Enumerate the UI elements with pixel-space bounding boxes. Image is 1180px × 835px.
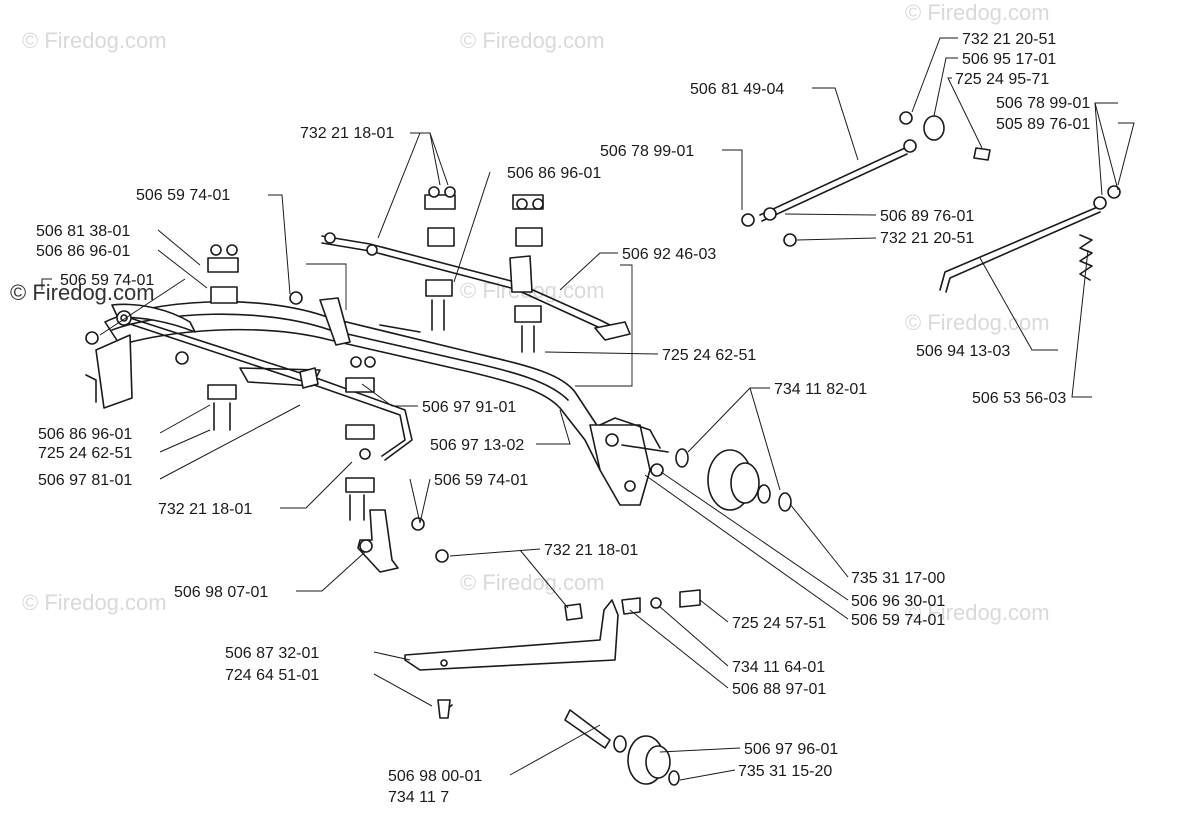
watermark: © Firedog.com — [905, 310, 1050, 335]
watermark: © Firedog.com — [460, 570, 605, 595]
part-label: 734 11 7 — [388, 789, 449, 806]
part-label: 725 24 62-51 — [662, 347, 756, 364]
rod-far-right — [939, 185, 1121, 293]
part-label: 735 31 15-20 — [738, 763, 832, 780]
part-label: 725 24 95-71 — [955, 71, 1049, 88]
lower-bracket — [404, 589, 701, 719]
part-label: 506 81 49-04 — [690, 81, 784, 98]
part-label: 725 24 62-51 — [38, 445, 132, 462]
part-label: 506 86 96-01 — [507, 165, 601, 182]
part-label: 506 59 74-01 — [434, 472, 528, 489]
part-label: 506 59 74-01 — [136, 187, 230, 204]
watermarks: © Firedog.com © Firedog.com © Firedog.co… — [10, 0, 1050, 625]
watermark: © Firedog.com — [460, 28, 605, 53]
part-label: 506 97 96-01 — [744, 741, 838, 758]
leader-lines — [41, 37, 1135, 781]
part-label: 506 78 99-01 — [996, 95, 1090, 112]
part-label: 725 24 57-51 — [732, 615, 826, 632]
wheel-lower — [564, 709, 680, 786]
part-label: 506 89 76-01 — [880, 208, 974, 225]
steering-link-right — [741, 111, 991, 247]
part-label: 506 87 32-01 — [225, 645, 319, 662]
bolt-stacks — [85, 186, 544, 521]
part-label: 506 97 91-01 — [422, 399, 516, 416]
part-label: 506 53 56-03 — [972, 390, 1066, 407]
part-label: 724 64 51-01 — [225, 667, 319, 684]
part-label: 506 59 74-01 — [60, 272, 154, 289]
part-label: 506 78 99-01 — [600, 143, 694, 160]
watermark-dark: © Firedog.com — [10, 280, 155, 305]
watermark: © Firedog.com — [22, 28, 167, 53]
watermark: © Firedog.com — [22, 590, 167, 615]
part-label: 506 97 81-01 — [38, 472, 132, 489]
part-label: 505 89 76-01 — [996, 116, 1090, 133]
part-label: 732 21 18-01 — [300, 125, 394, 142]
part-label: 732 21 20-51 — [880, 230, 974, 247]
part-labels: 732 21 20-51 506 95 17-01 725 24 95-71 5… — [36, 31, 1090, 806]
part-label: 732 21 18-01 — [158, 501, 252, 518]
drag-link-upper — [321, 232, 631, 341]
watermark: © Firedog.com — [905, 600, 1050, 625]
part-label: 506 97 13-02 — [430, 437, 524, 454]
part-label: 506 86 96-01 — [38, 426, 132, 443]
part-label: 506 95 17-01 — [962, 51, 1056, 68]
part-label: 506 86 96-01 — [36, 243, 130, 260]
frame-lines — [306, 263, 633, 387]
part-label: 506 92 46-03 — [622, 246, 716, 263]
part-label: 732 21 18-01 — [544, 542, 638, 559]
part-label: 506 98 00-01 — [388, 768, 482, 785]
part-label: 506 96 30-01 — [851, 593, 945, 610]
part-label: 506 98 07-01 — [174, 584, 268, 601]
part-label: 506 94 13-03 — [916, 343, 1010, 360]
part-label: 734 11 82-01 — [774, 381, 867, 398]
part-label: 506 88 97-01 — [732, 681, 826, 698]
wheel-upper — [650, 448, 792, 512]
spindle-bracket — [357, 509, 449, 573]
part-label: 732 21 20-51 — [962, 31, 1056, 48]
watermark: © Firedog.com — [905, 0, 1050, 25]
part-label: 735 31 17-00 — [851, 570, 945, 587]
part-label: 506 81 38-01 — [36, 223, 130, 240]
front-axle-frame — [85, 297, 669, 506]
part-label: 734 11 64-01 — [732, 659, 825, 676]
part-label: 506 59 74-01 — [851, 612, 945, 629]
